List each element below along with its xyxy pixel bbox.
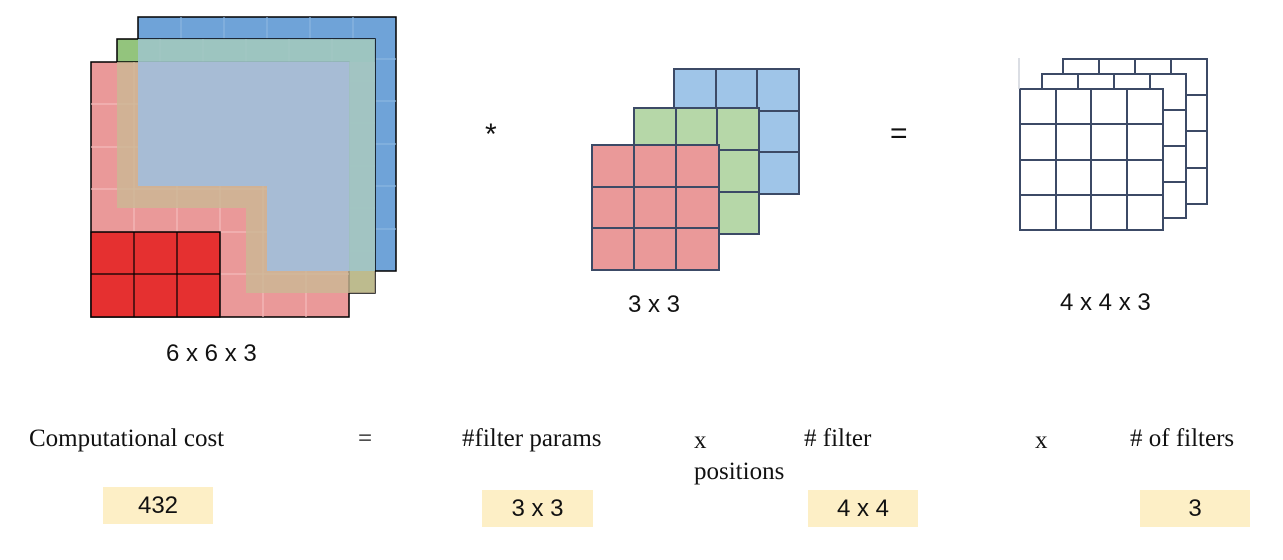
computational-cost-label: Computational cost: [29, 425, 225, 452]
output-layer-front: [1019, 88, 1164, 231]
num-filters-value-box: 3: [1140, 490, 1250, 527]
filter-volume: [591, 68, 800, 271]
output-dims-label: 4 x 4 x 3: [1060, 289, 1151, 316]
filter-positions-value-box: 4 x 4: [808, 490, 918, 527]
num-filters-label: # of filters: [1130, 425, 1235, 452]
filter-positions-label-line1: # filter: [804, 425, 872, 452]
filter-dims-label: 3 x 3: [628, 291, 681, 318]
convolution-operator: *: [485, 118, 497, 151]
receptive-field-highlight: [90, 231, 221, 318]
cost-value-box: 432: [103, 487, 213, 524]
filter-positions-label-line2: positions: [694, 458, 785, 485]
filter-channel-red: [591, 144, 720, 271]
formula-times-1: x: [694, 427, 707, 454]
filter-params-value-box: 3 x 3: [482, 490, 593, 527]
input-overlay: [117, 39, 375, 293]
formula-times-2: x: [1035, 427, 1048, 454]
input-volume: [90, 16, 397, 318]
output-volume: [1018, 58, 1208, 231]
input-dims-label: 6 x 6 x 3: [166, 340, 257, 367]
equals-operator: =: [890, 117, 908, 150]
filter-params-label: #filter params: [462, 425, 602, 452]
formula-equals: =: [358, 425, 373, 452]
